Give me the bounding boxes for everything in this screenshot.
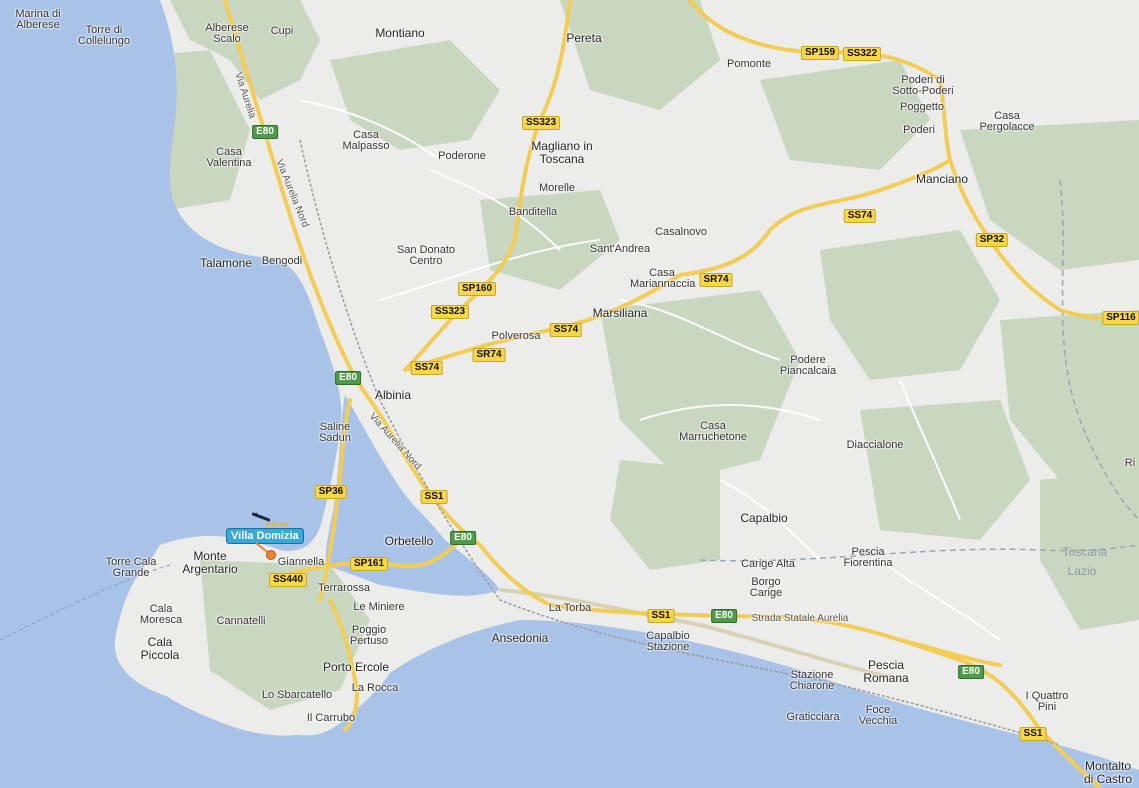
rating-stars-icon: ★★★★ — [264, 520, 290, 529]
place-casa-valentina: Casa Valentina — [206, 146, 252, 169]
road-shield-ss1: SS1 — [420, 490, 448, 504]
place-capalbio-stazione: Capalbio Stazione — [646, 630, 690, 653]
place-montalto-di-castro: Montalto di Castro — [1083, 759, 1133, 786]
place-morelle: Morelle — [538, 182, 576, 194]
place-stazione-chiarone: Stazione Chiarone — [789, 669, 835, 692]
place-orbetello: Orbetello — [384, 534, 434, 548]
road-shield-sp159: SP159 — [800, 46, 840, 60]
place-cala-moresca: Cala Moresca — [139, 603, 183, 626]
place-terrarossa: Terrarossa — [318, 582, 370, 594]
road-shield-ss1-3: SS1 — [1019, 727, 1047, 741]
road-name-strada-statale-aurelia: Strada Statale Aurelia — [751, 613, 849, 624]
villa-domizia-label[interactable]: Villa Domizia — [226, 528, 304, 544]
orbetello-lagoon — [325, 395, 500, 596]
boat-icon — [252, 512, 270, 522]
road-shield-ss322: SS322 — [842, 47, 882, 61]
road-shield-ss440: SS440 — [268, 573, 308, 587]
place-pescia-fiorentina: Pescia Fiorentina — [843, 546, 893, 569]
road-shield-sr74: SR74 — [699, 273, 733, 287]
road-shield-sp36: SP36 — [314, 485, 348, 499]
place-casa-malpasso: Casa Malpasso — [342, 129, 390, 152]
place-poggio-pertuso: Poggio Pertuso — [350, 624, 388, 647]
road-shield-sr74-2: SR74 — [472, 348, 506, 362]
place-le-miniere: Le Miniere — [353, 601, 405, 613]
place-san-donato-centro: San Donato Centro — [396, 244, 456, 267]
place-poderone: Poderone — [438, 150, 486, 162]
place-poderi: Poderi — [903, 124, 935, 136]
road-shield-ss74: SS74 — [843, 209, 877, 223]
place-lo-sbarcatello: Lo Sbarcatello — [261, 689, 333, 701]
road-shield-ss1-2: SS1 — [647, 609, 675, 623]
location-pin-icon — [266, 550, 276, 560]
place-graticciara: Graticciara — [786, 711, 840, 723]
road-shield-ss323-2: SS323 — [430, 305, 470, 319]
road-shield-e80-5: E80 — [958, 665, 984, 679]
place-sant-andrea: Sant'Andrea — [589, 243, 651, 255]
place-la-rocca: La Rocca — [351, 682, 399, 694]
place-ansedonia: Ansedonia — [491, 631, 549, 645]
place-torre-di-collelungo: Torre di Collelungo — [78, 24, 130, 47]
region-toscana: Toscana — [1062, 545, 1108, 559]
place-polverosa: Polverosa — [491, 330, 541, 342]
place-podere-piancalcaia: Podere Piancalcaia — [779, 354, 837, 377]
place-saline-sadun: Saline Sadun — [319, 421, 351, 444]
place-poggetto: Poggetto — [899, 101, 945, 113]
minor-roads — [299, 99, 1001, 641]
place-cupi: Cupi — [270, 25, 294, 37]
road-shield-e80-4: E80 — [711, 609, 737, 623]
road-shield-sp160: SP160 — [457, 282, 497, 296]
place-giannella: Giannella — [277, 556, 325, 568]
villa-domizia-marker[interactable]: ★★★★ Villa Domizia — [226, 512, 304, 574]
place-diaccialone: Diaccialone — [846, 439, 904, 451]
place-marina-di-alberese: Marina di Alberese — [15, 8, 61, 31]
road-shield-e80-2: E80 — [335, 371, 361, 385]
place-alberese-scalo: Alberese Scalo — [205, 22, 249, 45]
place-borgo-carige: Borgo Carige — [749, 576, 783, 599]
region-lazio: Lazio — [1067, 564, 1097, 578]
place-banditella: Banditella — [508, 206, 558, 218]
place-albinia: Albinia — [374, 388, 412, 402]
place-pescia-romana: Pescia Romana — [863, 658, 909, 685]
road-shield-ss323: SS323 — [521, 116, 561, 130]
place-manciano: Manciano — [915, 172, 969, 186]
place-il-carrubo: Il Carrubo — [306, 712, 356, 724]
road-shield-ss74-2: SS74 — [549, 323, 583, 337]
road-shield-sp32: SP32 — [975, 233, 1009, 247]
place-cala-piccola: Cala Piccola — [140, 635, 180, 662]
place-monte-argentario: Monte Argentario — [182, 549, 238, 576]
place-poderi-di-sotto-poderi: Poderi di Sotto-Poderi — [892, 74, 954, 97]
place-ri: Ri — [1124, 457, 1136, 469]
place-talamone: Talamone — [199, 256, 253, 270]
road-shield-e80-3: E80 — [450, 531, 476, 545]
road-shield-e80: E80 — [252, 125, 278, 139]
place-i-quattro-pini: I Quattro Pini — [1025, 690, 1069, 713]
place-pomonte: Pomonte — [726, 58, 772, 70]
place-pereta: Pereta — [566, 31, 602, 45]
place-cannatelli: Cannatelli — [216, 615, 266, 627]
place-porto-ercole: Porto Ercole — [322, 660, 390, 674]
place-casa-marruchetone: Casa Marruchetone — [679, 420, 747, 443]
place-casa-mariannaccia: Casa Mariannaccia — [630, 267, 696, 290]
place-foce-vecchia: Foce Vecchia — [858, 704, 898, 727]
road-shield-sp161: SP161 — [349, 557, 389, 571]
place-la-torba: La Torba — [548, 602, 592, 614]
place-casalnovo: Casalnovo — [655, 226, 707, 238]
place-montiano: Montiano — [375, 26, 425, 40]
road-shield-ss74-3: SS74 — [410, 361, 444, 375]
place-marsiliana: Marsiliana — [592, 306, 648, 320]
place-magliano-in-toscana: Magliano in Toscana — [531, 139, 593, 166]
place-torre-cala-grande: Torre Cala Grande — [105, 556, 157, 579]
place-bengodi: Bengodi — [261, 255, 303, 267]
place-carige-alta: Carige Alta — [741, 558, 795, 570]
place-capalbio: Capalbio — [740, 511, 788, 525]
road-shield-sp116: SP116 — [1102, 311, 1139, 325]
place-casa-pergolacce: Casa Pergolacce — [979, 110, 1035, 133]
